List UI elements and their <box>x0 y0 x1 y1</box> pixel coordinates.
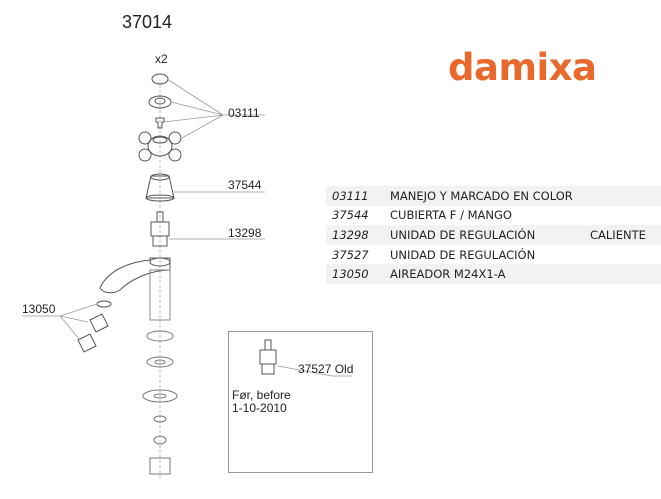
old-version-inset <box>228 331 373 473</box>
aerator-washer <box>96 300 112 308</box>
table-row: 13298 UNIDAD DE REGULACIÓN CALIENTE <box>326 225 661 245</box>
aerator-part <box>77 313 109 353</box>
parts-table: 03111 MANEJO Y MARCADO EN COLOR 37544 CUBI… <box>326 186 661 284</box>
table-row: 37544 CUBIERTA F / MANGO <box>326 206 661 226</box>
cartridge-part <box>150 211 170 247</box>
inset-cartridge <box>259 339 277 375</box>
part-code: 37527 <box>332 247 369 262</box>
part-description: MANEJO Y MARCADO EN COLOR <box>390 188 573 203</box>
part-description: AIREADOR M24X1-A <box>390 267 506 282</box>
callout-13298: 13298 <box>228 226 262 240</box>
damixa-logo: damixa <box>448 46 597 89</box>
inset-note-line1: Før, before <box>232 388 291 402</box>
screw-part <box>155 117 165 129</box>
callout-13050: 13050 <box>22 302 56 316</box>
model-number: 37014 <box>122 12 173 32</box>
cross-handle-part <box>138 131 182 162</box>
cap-part <box>151 73 169 85</box>
spout-body <box>99 257 171 294</box>
table-row: 37527 UNIDAD DE REGULACIÓN <box>326 245 661 265</box>
inset-note-line2: 1-10-2010 <box>232 401 287 415</box>
part-note: CALIENTE <box>590 227 646 242</box>
callout-03111: 03111 <box>228 106 260 120</box>
part-code: 13298 <box>332 227 369 242</box>
callout-37527-old: 37527 Old <box>298 362 354 376</box>
part-description: CUBIERTA F / MANGO <box>390 208 512 223</box>
part-description: UNIDAD DE REGULACIÓN <box>390 227 536 242</box>
quantity-label: x2 <box>155 52 168 66</box>
part-code: 37544 <box>332 208 369 223</box>
table-row: 03111 MANEJO Y MARCADO EN COLOR <box>326 186 661 206</box>
part-code: 03111 <box>332 188 369 203</box>
part-code: 13050 <box>332 267 369 282</box>
callout-37544: 37544 <box>228 178 262 192</box>
part-description: UNIDAD DE REGULACIÓN <box>390 247 536 262</box>
table-row: 13050 AIREADOR M24X1-A <box>326 264 661 284</box>
